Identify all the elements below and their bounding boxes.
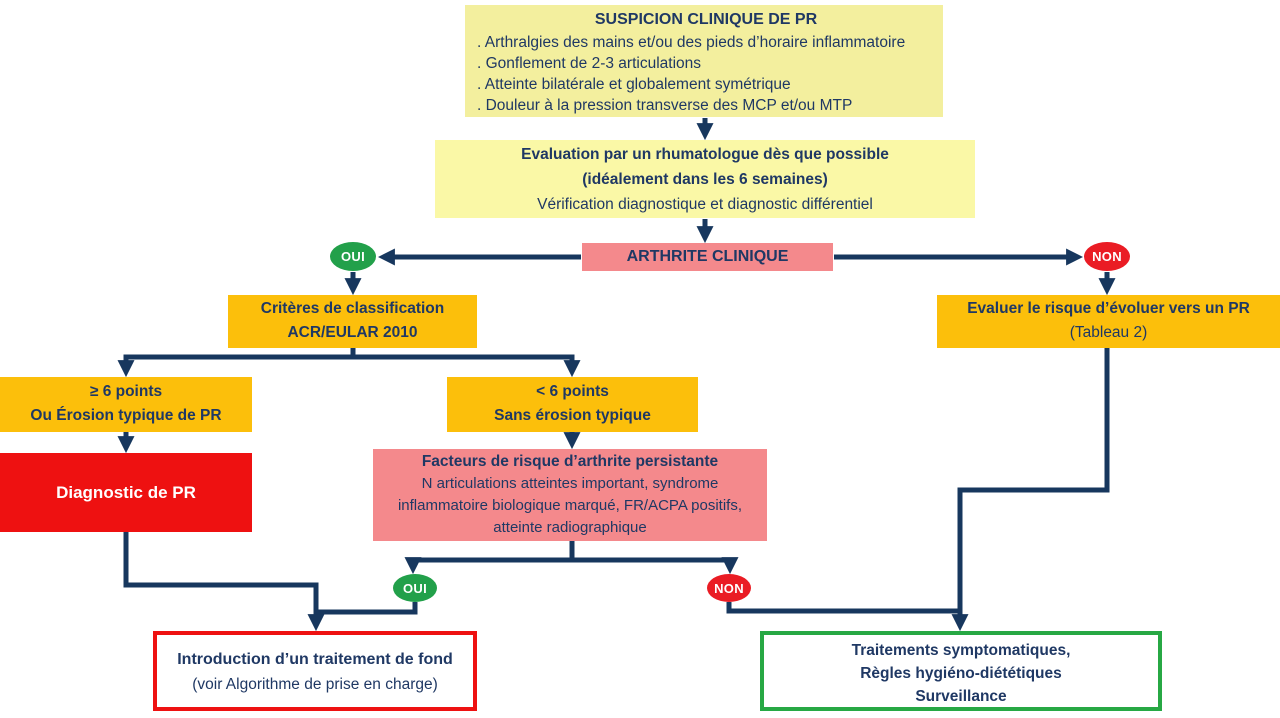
connector-non2-merge <box>726 602 958 614</box>
symptomatique-line2: Règles hygiéno-diététiques <box>860 665 1062 682</box>
suspicion-item: . Arthralgies des mains et/ou des pieds … <box>477 34 906 51</box>
suspicion-item: . Atteinte bilatérale et globalement sym… <box>477 76 791 93</box>
symptomatique-line1: Traitements symptomatiques, <box>851 642 1071 659</box>
evaluation-line2: (idéalement dans les 6 semaines) <box>582 171 828 188</box>
suspicion-title: SUSPICION CLINIQUE DE PR <box>594 11 818 28</box>
criteres-line2: ACR/EULAR 2010 <box>287 324 418 341</box>
evaluer-line2: (Tableau 2) <box>1069 324 1148 341</box>
lt6-line1: < 6 points <box>536 383 609 400</box>
connector-criteres-split <box>123 347 575 360</box>
oui-badge-top: OUI <box>330 242 376 271</box>
evaluation-line1: Evaluation par un rhumatologue dès que p… <box>521 146 889 163</box>
symptomatique-line3: Surveillance <box>915 688 1007 705</box>
evaluer-line1: Evaluer le risque d’évoluer vers un PR <box>967 300 1250 317</box>
lt6-line2: Sans érosion typique <box>494 407 651 424</box>
traitement-line2: (voir Algorithme de prise en charge) <box>192 676 438 693</box>
connector-diagnostic-traitement <box>123 532 325 632</box>
connector-oui2-merge <box>318 602 418 615</box>
suspicion-item: . Gonflement de 2-3 articulations <box>477 55 702 72</box>
traitement-line1: Introduction d’un traitement de fond <box>177 651 453 668</box>
facteurs-risque-box: Facteurs de risque d’arthrite persistant… <box>373 449 767 541</box>
suspicion-item: . Douleur à la pression transverse des M… <box>477 97 853 114</box>
oui-badge-bottom: OUI <box>393 574 437 602</box>
traitements-symptomatiques-box: Traitements symptomatiques, Règles hygié… <box>760 631 1162 711</box>
lt6-points-box: < 6 points Sans érosion typique <box>447 377 698 432</box>
connector-evaluer-symptomatique <box>951 348 1110 632</box>
facteurs-title: Facteurs de risque d’arthrite persistant… <box>421 453 719 470</box>
facteurs-body: N articulations atteintes important, syn… <box>397 475 743 536</box>
evaluation-line3: Vérification diagnostique et diagnostic … <box>537 196 873 213</box>
evaluer-risque-box: Evaluer le risque d’évoluer vers un PR (… <box>937 295 1280 348</box>
evaluation-rhumatologue-box: Evaluation par un rhumatologue dès que p… <box>435 140 975 218</box>
criteres-classification-box: Critères de classification ACR/EULAR 201… <box>228 295 477 348</box>
traitement-fond-box: Introduction d’un traitement de fond (vo… <box>153 631 477 711</box>
criteres-line1: Critères de classification <box>260 300 445 317</box>
ge6-line1: ≥ 6 points <box>89 383 163 400</box>
non-badge-top: NON <box>1084 242 1130 271</box>
connector-facteurs-split <box>410 541 733 563</box>
ge6-points-box: ≥ 6 points Ou Érosion typique de PR <box>0 377 252 432</box>
ge6-line2: Ou Érosion typique de PR <box>30 407 222 424</box>
non-badge-bottom: NON <box>707 574 751 602</box>
diagnostic-pr-box: Diagnostic de PR <box>0 453 252 532</box>
suspicion-clinique-box: SUSPICION CLINIQUE DE PR . Arthralgies d… <box>465 5 943 117</box>
arthrite-clinique-box: ARTHRITE CLINIQUE <box>582 243 833 271</box>
